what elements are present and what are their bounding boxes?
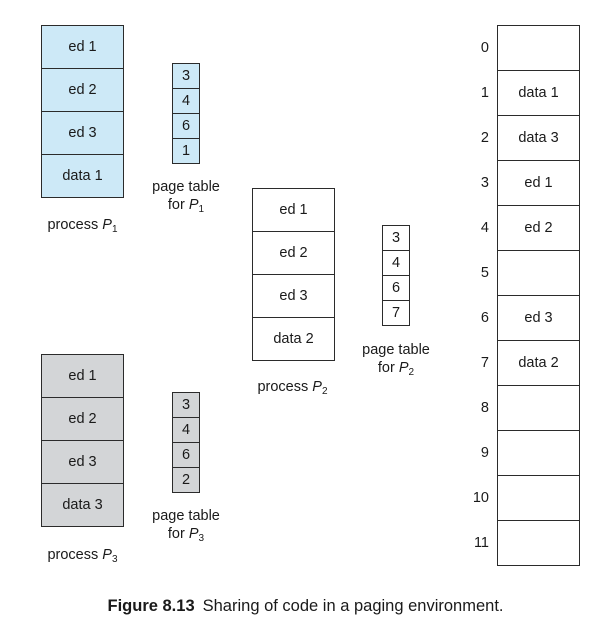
memory-frame: 1 data 1 [481, 70, 580, 116]
page-table-p1-entry: 3 [172, 63, 200, 89]
process-p2-pages: ed 1 ed 2 ed 3 data 2 [252, 188, 335, 361]
memory-frame: 6 ed 3 [481, 295, 580, 341]
page-table-p2-entry: 6 [382, 275, 410, 301]
process-p1-page: ed 1 [41, 25, 124, 69]
process-p2-page: data 2 [252, 317, 335, 361]
page-table-p2-entry: 3 [382, 225, 410, 251]
memory-frame: 4 ed 2 [481, 205, 580, 251]
memory-frame: 11 [474, 520, 580, 566]
memory-frame: 3 ed 1 [481, 160, 580, 206]
frame-number: 0 [480, 40, 489, 56]
frame-content: ed 1 [497, 160, 580, 206]
process-p2-page: ed 2 [252, 231, 335, 275]
frame-number: 8 [480, 400, 489, 416]
frame-number: 5 [480, 265, 489, 281]
frame-number: 1 [480, 85, 489, 101]
figure-caption: Figure 8.13 Sharing of code in a paging e… [0, 597, 611, 616]
frame-content [497, 250, 580, 296]
page-table-p1-entry: 6 [172, 113, 200, 139]
memory-frame: 7 data 2 [481, 340, 580, 386]
process-p2-page: ed 3 [252, 274, 335, 318]
frame-number: 10 [472, 490, 489, 506]
memory-frame: 2 data 3 [481, 115, 580, 161]
process-p1-page: data 1 [41, 154, 124, 198]
page-table-p1-label: page table for P1 [152, 179, 220, 215]
page-table-p2-label: page table for P2 [362, 342, 430, 378]
page-table-p2-entry: 4 [382, 250, 410, 276]
process-p2-page: ed 1 [252, 188, 335, 232]
process-p3-page: data 3 [41, 483, 124, 527]
frame-content [497, 385, 580, 431]
frame-content [497, 520, 580, 566]
page-table-p2: 3 4 6 7 [382, 225, 410, 326]
process-p3-page: ed 2 [41, 397, 124, 441]
frame-number: 2 [480, 130, 489, 146]
frame-content [497, 430, 580, 476]
frame-content: data 1 [497, 70, 580, 116]
page-table-p3-entry: 6 [172, 442, 200, 468]
process-p3-page: ed 3 [41, 440, 124, 484]
frame-content: ed 3 [497, 295, 580, 341]
memory-frame: 8 [481, 385, 580, 431]
process-p3-pages: ed 1 ed 2 ed 3 data 3 [41, 354, 124, 527]
page-table-p1-entry: 4 [172, 88, 200, 114]
process-p1-page: ed 2 [41, 68, 124, 112]
page-table-p2-entry: 7 [382, 300, 410, 326]
process-p1-pages: ed 1 ed 2 ed 3 data 1 [41, 25, 124, 198]
process-p2-label: process P2 [257, 379, 328, 397]
frame-number: 6 [480, 310, 489, 326]
figure-caption-text: Sharing of code in a paging environment. [202, 597, 504, 615]
page-table-p3-label: page table for P3 [152, 508, 220, 544]
frame-content: data 2 [497, 340, 580, 386]
memory-frame: 10 [473, 475, 580, 521]
process-p3-page: ed 1 [41, 354, 124, 398]
memory-frame: 0 [481, 25, 580, 71]
frame-content [497, 25, 580, 71]
frame-content: ed 2 [497, 205, 580, 251]
page-table-p1: 3 4 6 1 [172, 63, 200, 164]
frame-number: 3 [480, 175, 489, 191]
process-p3-label: process P3 [47, 547, 118, 565]
process-p1-page: ed 3 [41, 111, 124, 155]
memory-frame: 5 [481, 250, 580, 296]
page-table-p3-entry: 3 [172, 392, 200, 418]
figure-number: Figure 8.13 [107, 597, 195, 615]
page-table-p3: 3 4 6 2 [172, 392, 200, 493]
page-table-p1-entry: 1 [172, 138, 200, 164]
memory-frame: 9 [481, 430, 580, 476]
frame-number: 9 [480, 445, 489, 461]
frame-number: 11 [473, 535, 489, 551]
page-table-p3-entry: 2 [172, 467, 200, 493]
frame-number: 7 [480, 355, 489, 371]
frame-content: data 3 [497, 115, 580, 161]
process-p1-label: process P1 [47, 217, 118, 235]
page-table-p3-entry: 4 [172, 417, 200, 443]
frame-number: 4 [480, 220, 489, 236]
frame-content [497, 475, 580, 521]
